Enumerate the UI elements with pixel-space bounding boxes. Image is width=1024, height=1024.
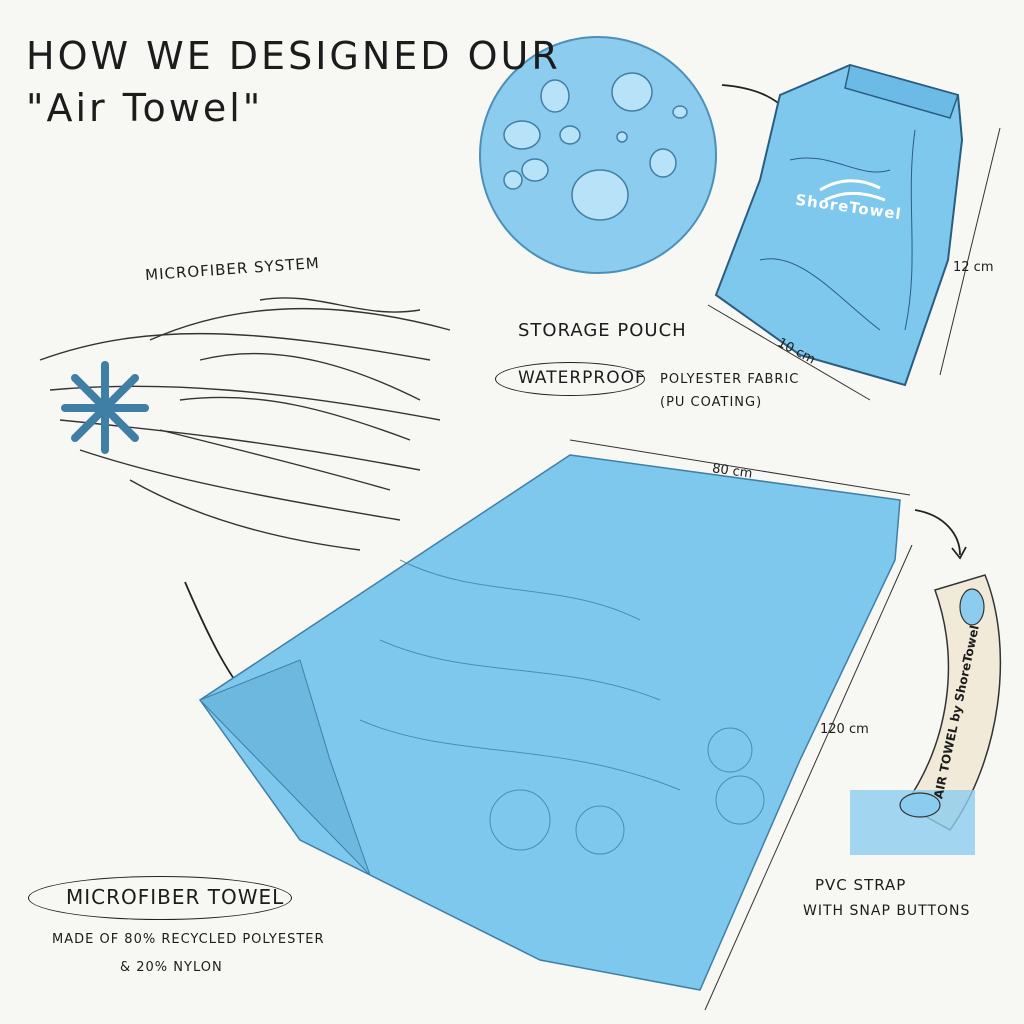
pvc-strap-label: PVC strap [815,876,907,894]
made-of-line-1: Made of 80% recycled polyester [52,932,325,947]
title-line-2: "Air Towel" [26,86,264,130]
storage-pouch [714,63,964,387]
made-of-line-2: & 20% nylon [120,960,223,975]
pvc-strap [850,574,1002,855]
snap-buttons-label: with snap buttons [803,903,971,919]
waterproof-label: Waterproof [518,368,646,388]
microfiber-star-core [61,361,149,454]
towel-length-dimension: 120 cm [820,722,869,737]
page-title: How we designed our "Air Towel" [26,30,561,134]
microfiber-strands [39,297,451,551]
storage-pouch-label: Storage pouch [518,320,687,341]
waterproof-pill [495,362,645,396]
pu-coating-label: (PU coating) [660,395,763,410]
microfiber-towel-label: Microfiber towel [66,885,285,909]
polyester-fabric-label: Polyester fabric [660,372,800,387]
microfiber-towel-sheet [198,454,901,991]
pouch-height-dimension: 12 cm [953,260,994,275]
microfiber-towel-pill [28,876,292,920]
water-droplet-swatch [479,36,717,274]
title-line-1: How we designed our [26,34,561,78]
